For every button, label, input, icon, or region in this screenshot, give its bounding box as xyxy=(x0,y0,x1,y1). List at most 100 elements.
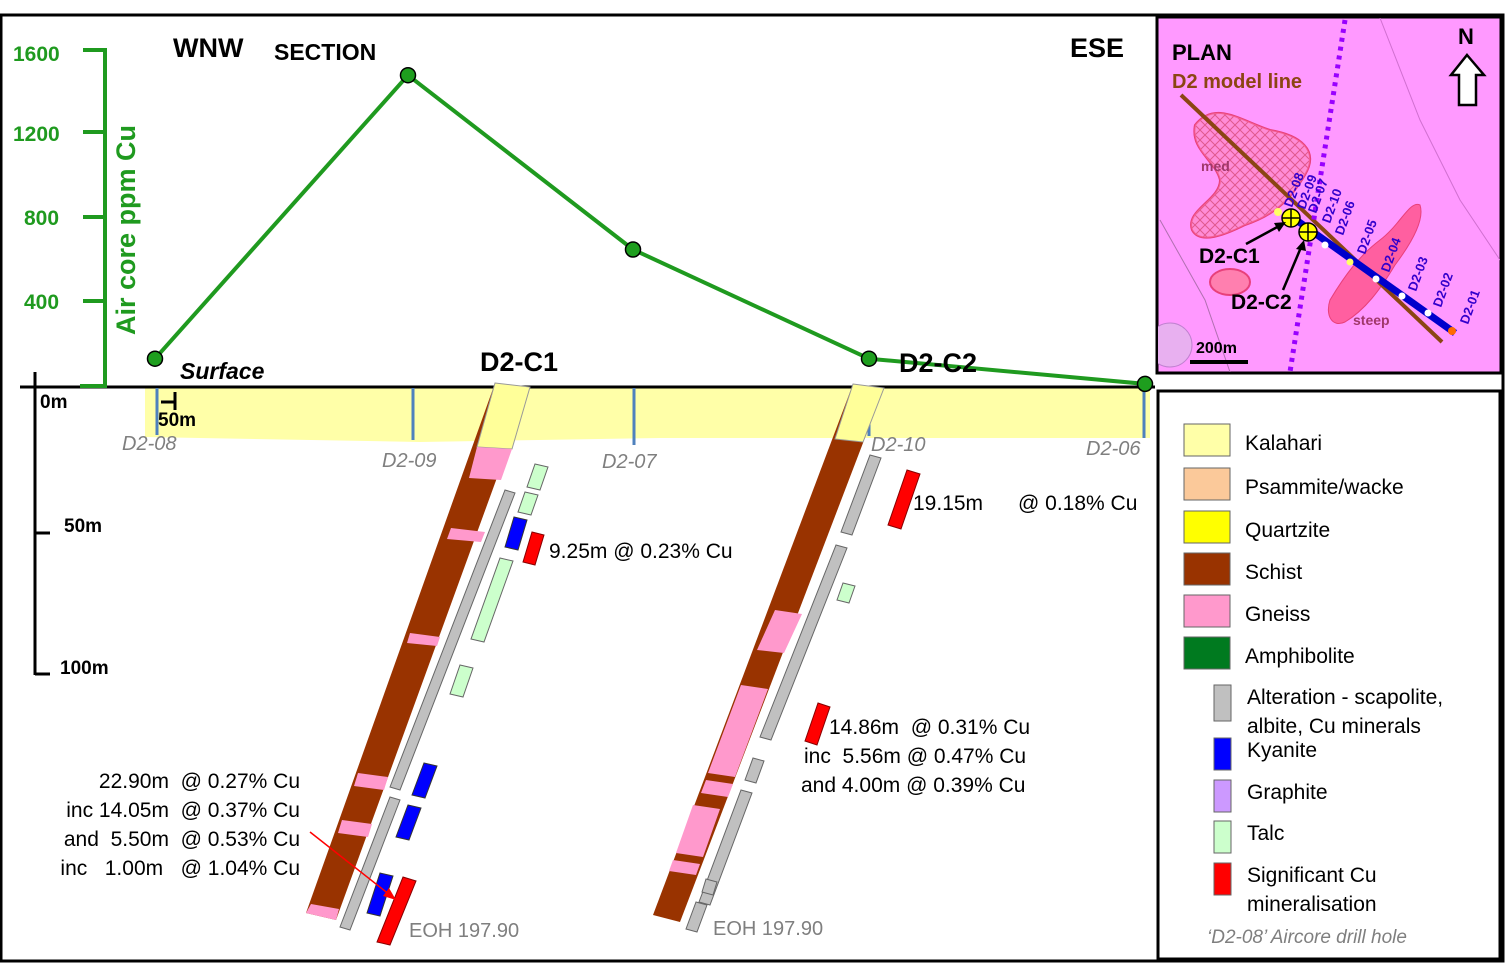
legend-label: Psammite/wacke xyxy=(1245,476,1404,499)
c1-intercept-arrowhead xyxy=(383,888,396,900)
cu-point-d2-07 xyxy=(624,241,642,258)
drillhole-d2-c1: D2-C1 9.25m @ 0.23% Cu 22.90m @ 0.27% Cu… xyxy=(60,347,733,946)
c2-gneiss-2 xyxy=(708,685,768,777)
cu-line-segment xyxy=(868,356,1146,386)
legend-swatch-kalahari xyxy=(1183,423,1231,457)
cu-point-d2-08 xyxy=(146,350,164,367)
cu-tick-label-1200: 1200 xyxy=(13,123,60,146)
aircore-label-d2-07: D2-07 xyxy=(602,451,657,473)
legend-label: Quartzite xyxy=(1245,519,1330,542)
c2-intercept-line-2: inc 5.56m @ 0.47% Cu xyxy=(804,745,1026,768)
c1-intercept-arrow xyxy=(309,831,391,896)
c2-alteration-4 xyxy=(698,789,753,906)
plan-steep-label: steep xyxy=(1353,312,1390,328)
plan-med-body-fill xyxy=(1191,112,1311,238)
c1-gneiss-2 xyxy=(447,528,485,542)
cu-tick-label-800: 800 xyxy=(24,207,59,230)
plan-hole-d2-01 xyxy=(1448,327,1456,335)
plan-hole-d2-05 xyxy=(1346,258,1354,266)
legend-items: KalahariPsammite/wackeQuartziteSchistGne… xyxy=(1183,423,1443,916)
c2-label: D2-C2 xyxy=(899,348,977,378)
legend-swatch-amphibolite xyxy=(1183,636,1231,670)
scale-50-label: 50m xyxy=(158,410,196,431)
c2-cu-lower xyxy=(804,702,831,746)
c1-kyanite-2 xyxy=(411,762,438,799)
c2-alteration-2 xyxy=(759,544,848,741)
depth-label-0: 0m xyxy=(40,392,67,413)
plan-hole-d2-02 xyxy=(1424,309,1432,317)
c1-intercept-line-3: and 5.50m @ 0.53% Cu xyxy=(64,828,300,851)
plan-c2-label: D2-C2 xyxy=(1231,291,1292,314)
plan-steep-body xyxy=(1327,203,1422,324)
c1-gneiss-5 xyxy=(338,820,372,837)
depth-label-100: 100m xyxy=(60,658,109,679)
legend-label: Graphite xyxy=(1247,781,1328,804)
aircore-label-d2-06: D2-06 xyxy=(1086,438,1141,460)
plan-scale-label: 200m xyxy=(1196,340,1237,357)
c2-gneiss-1 xyxy=(757,610,802,653)
plan-hole-d2-04 xyxy=(1372,275,1380,283)
north-label: N xyxy=(1458,24,1474,49)
c2-alteration-6 xyxy=(685,901,708,933)
c1-gneiss-3 xyxy=(407,633,440,646)
c2-talc-1 xyxy=(836,582,856,604)
plan-circles xyxy=(1158,322,1193,368)
plan-c1-label: D2-C1 xyxy=(1199,245,1260,268)
c2-gneiss-3 xyxy=(701,780,733,797)
c1-kyanite-1 xyxy=(504,516,528,551)
section-title: SECTION xyxy=(274,39,376,65)
c2-intercept-line-1: 14.86m @ 0.31% Cu xyxy=(829,716,1030,739)
plan-structure-2 xyxy=(1379,18,1500,261)
north-arrow-icon xyxy=(1448,53,1487,107)
c1-intercept-line-1: 22.90m @ 0.27% Cu xyxy=(99,770,300,793)
plan-med-label: med xyxy=(1201,158,1230,174)
c2-kalahari-top xyxy=(834,383,885,443)
cu-line-segment xyxy=(632,247,870,361)
c1-gneiss-1 xyxy=(469,447,512,480)
cu-point-d2-06 xyxy=(1136,375,1154,393)
plan-arrow-c2 xyxy=(1281,244,1304,291)
legend-label: Kalahari xyxy=(1245,432,1322,455)
plan-core-hole-c2 xyxy=(1298,222,1318,242)
plan-structure-1 xyxy=(1159,219,1231,372)
c1-alteration-1 xyxy=(389,489,516,791)
c2-alteration-1 xyxy=(840,454,882,536)
c1-alteration-2 xyxy=(339,796,401,931)
legend-label: Schist xyxy=(1245,561,1302,584)
c1-talc-3 xyxy=(470,557,514,643)
c1-cu-lower xyxy=(376,876,417,946)
cu-line-segment xyxy=(153,73,410,361)
c1-intercept-line-2: inc 14.05m @ 0.37% Cu xyxy=(66,799,300,822)
plan-hole-d2-06 xyxy=(1321,241,1329,249)
legend-label-line2: albite, Cu minerals xyxy=(1247,715,1421,738)
cu-tick-label-400: 400 xyxy=(24,291,59,314)
legend-label: Kyanite xyxy=(1247,739,1317,762)
c2-eoh: EOH 197.90 xyxy=(713,918,823,940)
c2-gneiss-4 xyxy=(676,805,720,857)
c2-alteration-3 xyxy=(744,757,765,784)
legend-swatch-schist xyxy=(1183,552,1231,586)
c2-upper-intercept-grade: @ 0.18% Cu xyxy=(1018,492,1137,515)
aircore-label-d2-10: D2-10 xyxy=(871,434,925,456)
cu-point-d2-09 xyxy=(399,66,417,84)
c2-upper-intercept-length: 19.15m xyxy=(913,492,983,515)
c1-gneiss-4 xyxy=(354,773,388,790)
plan-arrowhead-c1 xyxy=(1274,222,1286,232)
legend-swatch-talc xyxy=(1213,820,1232,854)
plan-title: PLAN xyxy=(1172,40,1232,65)
plan-hole-d2-08 xyxy=(1274,208,1282,216)
plan-small-body xyxy=(1209,268,1251,296)
c1-eoh: EOH 197.90 xyxy=(409,920,519,942)
aircore-label-d2-09: D2-09 xyxy=(382,450,436,472)
legend-swatch-quartzite xyxy=(1183,510,1231,544)
legend-swatch-psammite-wacke xyxy=(1183,467,1231,501)
c1-gneiss-6 xyxy=(306,904,339,920)
c1-kyanite-3 xyxy=(395,804,422,841)
c1-kyanite-4 xyxy=(366,872,394,917)
kalahari-band xyxy=(145,388,1150,442)
legend-footnote: ‘D2-08’ Aircore drill hole xyxy=(1207,927,1407,948)
plan-arrowhead-c2 xyxy=(1296,240,1306,251)
legend-label: Alteration - scapolite, xyxy=(1247,686,1443,709)
legend-swatch-kyanite xyxy=(1213,737,1232,771)
